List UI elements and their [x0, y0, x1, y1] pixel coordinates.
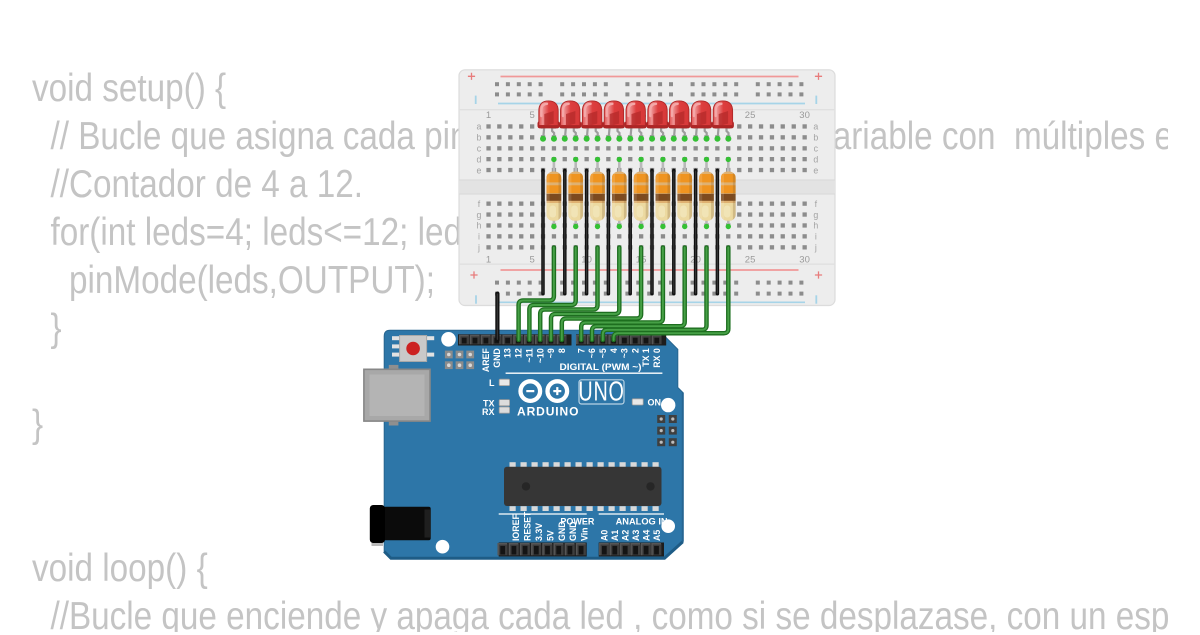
svg-text:RX 0: RX 0 — [652, 348, 662, 368]
svg-text:5: 5 — [529, 255, 534, 266]
svg-text:a: a — [477, 122, 482, 132]
svg-text:~6: ~6 — [587, 348, 597, 358]
svg-text:30: 30 — [799, 110, 810, 121]
svg-text:e: e — [813, 165, 818, 175]
svg-text:GND: GND — [492, 348, 502, 368]
svg-text:GND: GND — [568, 521, 578, 541]
svg-text:8: 8 — [557, 348, 567, 353]
svg-text:3.3V: 3.3V — [534, 523, 544, 541]
svg-text:ARDUINO: ARDUINO — [517, 405, 579, 419]
svg-text:h: h — [813, 221, 818, 231]
svg-text:~10: ~10 — [535, 348, 545, 363]
svg-text:5: 5 — [529, 110, 534, 121]
svg-text:~5: ~5 — [598, 348, 608, 358]
svg-text:b: b — [477, 133, 482, 143]
svg-text:i: i — [478, 232, 480, 242]
svg-text:c: c — [814, 144, 819, 154]
svg-text:TX: TX — [483, 399, 495, 409]
svg-text:2: 2 — [630, 348, 640, 353]
svg-text:DIGITAL (PWM ~): DIGITAL (PWM ~) — [560, 362, 642, 373]
svg-text:UNO: UNO — [578, 376, 624, 407]
svg-text:30: 30 — [799, 255, 810, 266]
svg-text:~11: ~11 — [524, 348, 534, 363]
svg-text:25: 25 — [745, 255, 756, 266]
svg-text:g: g — [813, 210, 818, 220]
svg-text:AREF: AREF — [481, 348, 491, 373]
svg-text:g: g — [477, 210, 482, 220]
svg-text:25: 25 — [745, 110, 756, 121]
svg-text:j: j — [477, 243, 480, 253]
svg-text:13: 13 — [503, 348, 513, 358]
svg-text:TX 1: TX 1 — [641, 348, 651, 367]
svg-text:h: h — [477, 221, 482, 231]
svg-text:POWER: POWER — [560, 516, 595, 526]
svg-text:i: i — [815, 232, 817, 242]
svg-text:4: 4 — [609, 348, 619, 353]
svg-text:~9: ~9 — [546, 348, 556, 358]
svg-text:d: d — [477, 154, 482, 164]
svg-text:~3: ~3 — [620, 348, 630, 358]
svg-text:a: a — [813, 122, 818, 132]
svg-text:Vin: Vin — [580, 527, 590, 541]
svg-text:A2: A2 — [620, 530, 630, 541]
svg-text:IOREF: IOREF — [511, 513, 521, 541]
svg-text:GND: GND — [557, 521, 567, 541]
svg-text:A3: A3 — [631, 530, 641, 541]
svg-text:7: 7 — [576, 348, 586, 353]
svg-text:RX: RX — [482, 407, 495, 417]
svg-text:A0: A0 — [600, 530, 610, 541]
svg-text:A1: A1 — [610, 530, 620, 541]
svg-text:1: 1 — [486, 110, 491, 121]
svg-text:e: e — [477, 165, 482, 175]
svg-text:c: c — [477, 144, 482, 154]
svg-text:b: b — [813, 133, 818, 143]
svg-text:d: d — [813, 154, 818, 164]
svg-text:f: f — [815, 199, 818, 209]
svg-text:12: 12 — [514, 348, 524, 358]
svg-text:5V: 5V — [545, 530, 555, 541]
svg-text:A5: A5 — [652, 530, 662, 541]
svg-text:RESET: RESET — [523, 511, 533, 541]
svg-text:j: j — [814, 243, 817, 253]
svg-text:L: L — [489, 378, 495, 388]
svg-text:f: f — [478, 199, 481, 209]
svg-text:1: 1 — [486, 255, 491, 266]
svg-text:A4: A4 — [641, 530, 651, 541]
svg-text:ON: ON — [648, 397, 662, 407]
svg-text:ANALOG IN: ANALOG IN — [616, 516, 668, 526]
